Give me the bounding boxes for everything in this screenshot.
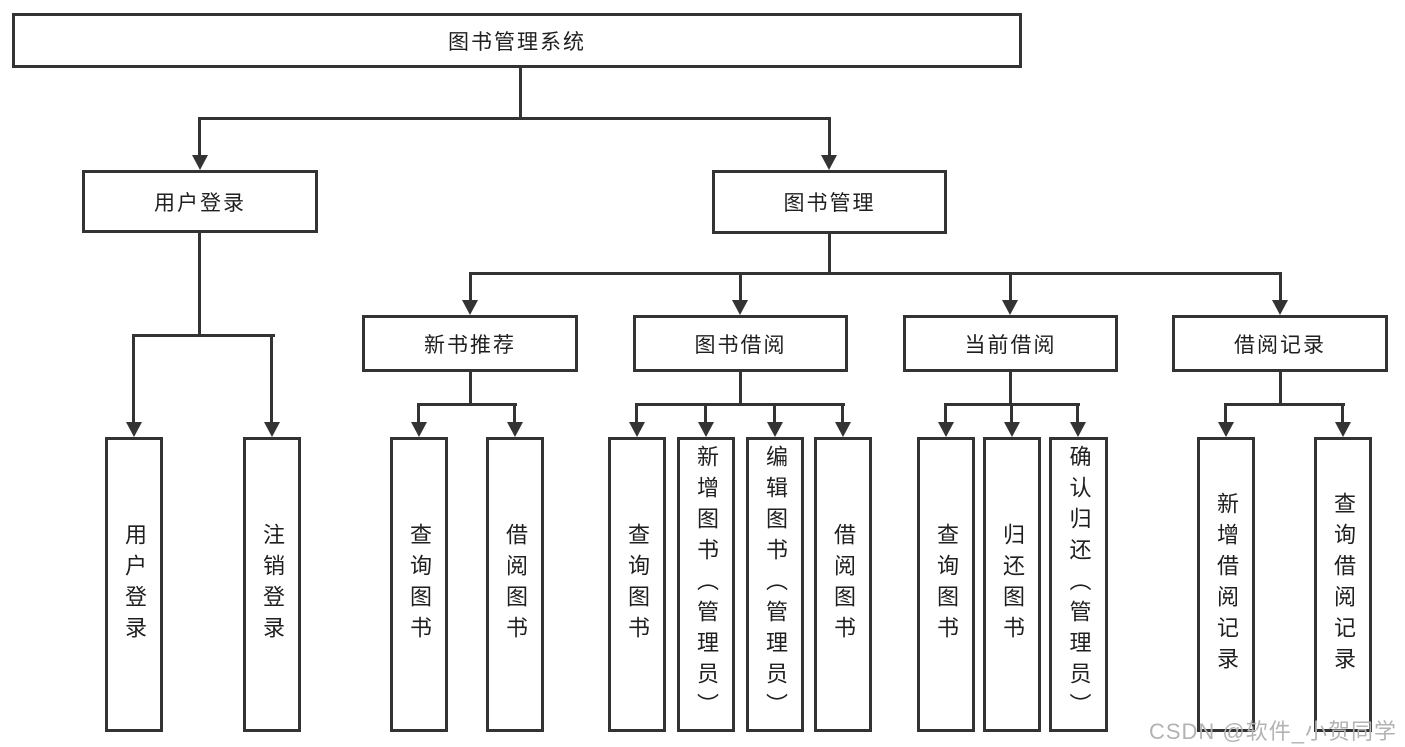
leaf-label: 查询图书 — [934, 522, 959, 647]
node-book-borrow: 图书借阅 — [633, 315, 848, 372]
connector-line — [198, 117, 831, 120]
leaf-query-book-1: 查询图书 — [390, 437, 448, 732]
leaf-label: 注销登录 — [260, 522, 285, 647]
node-user-login: 用户登录 — [82, 170, 318, 233]
connector-line — [1010, 403, 1013, 424]
leaf-edit-book-admin: 编辑图书（管理员） — [746, 437, 804, 732]
leaf-add-book-admin: 新增图书（管理员） — [677, 437, 735, 732]
node-book-management: 图书管理 — [712, 170, 947, 234]
arrow-down-icon — [1070, 422, 1086, 437]
arrow-down-icon — [1272, 300, 1288, 315]
node-label: 图书借阅 — [694, 333, 787, 357]
connector-line — [198, 233, 201, 337]
leaf-label: 归还图书 — [1000, 522, 1025, 647]
connector-line — [132, 334, 135, 423]
node-current-borrow: 当前借阅 — [903, 315, 1118, 372]
leaf-borrow-book-2: 借阅图书 — [814, 437, 872, 732]
connector-line — [469, 272, 472, 302]
connector-line — [513, 403, 516, 424]
leaf-return-book: 归还图书 — [983, 437, 1041, 732]
connector-line — [828, 234, 831, 274]
connector-line — [773, 403, 776, 424]
node-label: 用户登录 — [154, 191, 246, 215]
connector-line — [270, 334, 273, 423]
connector-line — [469, 372, 472, 406]
node-label: 图书管理系统 — [448, 30, 586, 54]
node-new-book-recommend: 新书推荐 — [362, 315, 578, 372]
leaf-label: 新增借阅记录 — [1214, 491, 1239, 678]
node-label: 新书推荐 — [424, 333, 516, 357]
leaf-label: 借阅图书 — [831, 522, 856, 647]
connector-line — [1279, 272, 1282, 302]
leaf-label: 借阅图书 — [503, 522, 528, 647]
connector-line — [944, 403, 947, 424]
arrow-down-icon — [126, 422, 142, 437]
leaf-logout: 注销登录 — [243, 437, 301, 732]
connector-line — [1341, 403, 1344, 424]
arrow-down-icon — [698, 422, 714, 437]
node-borrow-record: 借阅记录 — [1172, 315, 1388, 372]
connector-line — [417, 403, 420, 424]
arrow-down-icon — [1335, 422, 1351, 437]
arrow-down-icon — [411, 422, 427, 437]
leaf-query-borrow-record: 查询借阅记录 — [1314, 437, 1372, 732]
arrow-down-icon — [938, 422, 954, 437]
node-label: 图书管理 — [783, 192, 876, 215]
leaf-label: 编辑图书（管理员） — [763, 445, 788, 724]
connector-line — [1076, 403, 1079, 424]
connector-line — [739, 372, 742, 406]
leaf-label: 新增图书（管理员） — [694, 445, 719, 724]
leaf-borrow-book-1: 借阅图书 — [486, 437, 544, 732]
connector-line — [635, 403, 845, 406]
arrow-down-icon — [732, 300, 748, 315]
arrow-down-icon — [821, 155, 837, 170]
connector-line — [704, 403, 707, 424]
node-root-library-system: 图书管理系统 — [12, 13, 1022, 68]
leaf-query-book-3: 查询图书 — [917, 437, 975, 732]
connector-line — [132, 334, 275, 337]
arrow-down-icon — [1004, 422, 1020, 437]
arrow-down-icon — [629, 422, 645, 437]
arrow-down-icon — [507, 422, 523, 437]
watermark: CSDN @软件_小贺同学 — [1148, 719, 1397, 744]
leaf-confirm-return-admin: 确认归还（管理员） — [1049, 437, 1108, 732]
connector-line — [739, 272, 742, 302]
leaf-label: 用户登录 — [122, 522, 147, 647]
arrow-down-icon — [835, 422, 851, 437]
leaf-add-borrow-record: 新增借阅记录 — [1197, 437, 1255, 732]
node-label: 当前借阅 — [964, 333, 1057, 357]
connector-line — [198, 117, 201, 157]
connector-line — [519, 66, 522, 119]
connector-line — [828, 117, 831, 157]
connector-line — [1009, 372, 1012, 406]
arrow-down-icon — [1218, 422, 1234, 437]
arrow-down-icon — [264, 422, 280, 437]
arrow-down-icon — [1002, 300, 1018, 315]
connector-line — [1224, 403, 1227, 424]
connector-line — [1279, 372, 1282, 406]
connector-line — [1224, 403, 1345, 406]
leaf-label: 查询借阅记录 — [1331, 491, 1356, 678]
leaf-label: 查询图书 — [407, 522, 432, 647]
connector-line — [469, 272, 1282, 275]
connector-line — [417, 403, 517, 406]
connector-line — [841, 403, 844, 424]
connector-line — [1009, 272, 1012, 302]
leaf-label: 确认归还（管理员） — [1066, 445, 1092, 724]
arrow-down-icon — [767, 422, 783, 437]
connector-line — [635, 403, 638, 424]
node-label: 借阅记录 — [1234, 333, 1326, 357]
leaf-user-login: 用户登录 — [105, 437, 163, 732]
leaf-query-book-2: 查询图书 — [608, 437, 666, 732]
arrow-down-icon — [462, 300, 478, 315]
leaf-label: 查询图书 — [625, 522, 650, 647]
arrow-down-icon — [192, 155, 208, 170]
